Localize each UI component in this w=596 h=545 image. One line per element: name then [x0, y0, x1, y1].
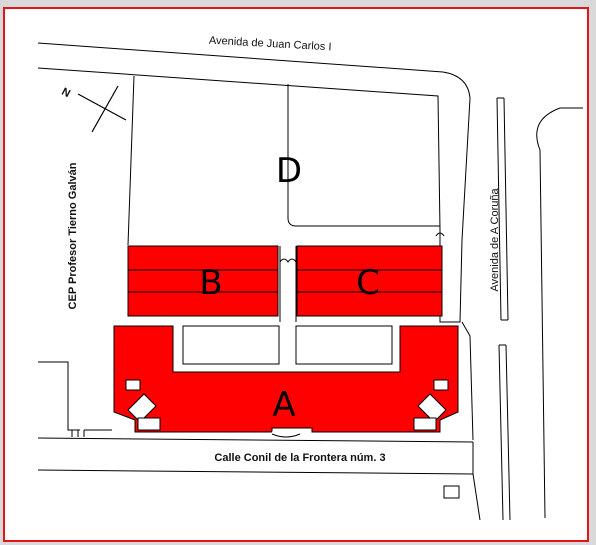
- west-building-outline: [38, 361, 80, 431]
- zone-c[interactable]: [296, 245, 443, 317]
- utility-box: [443, 485, 460, 499]
- avenue-median-left: [496, 97, 502, 321]
- gate-symbol-east: [435, 232, 445, 237]
- label-school: CEP Profesor Tierno Galván: [67, 162, 79, 309]
- south-road-edge-lower: [37, 469, 474, 475]
- avenue-lower-right: [505, 344, 511, 521]
- south-road-edge-upper: [37, 437, 474, 443]
- zone-a[interactable]: [113, 325, 459, 438]
- east-far-edge: [539, 149, 546, 519]
- zone-b[interactable]: [127, 245, 279, 317]
- east-road-edge: [461, 321, 474, 441]
- label-south-street: Calle Conil de la Frontera núm. 3: [214, 452, 385, 464]
- avenue-median-right: [503, 97, 509, 321]
- avenue-lower-left: [498, 344, 504, 521]
- label-east-street: Avenida de A Coruña: [489, 188, 501, 292]
- zone-c-label: C: [356, 263, 380, 303]
- zone-d-label: D: [276, 151, 302, 191]
- north-road-edge-lower: [37, 67, 441, 231]
- roundabout-curve: [536, 107, 583, 151]
- north-road-edge-upper: [37, 42, 471, 241]
- plot-d-outline: [287, 84, 440, 227]
- west-plot-boundary: [127, 75, 135, 246]
- zone-a-label: A: [272, 385, 295, 425]
- gate-symbol: [279, 258, 297, 263]
- zone-b-label: B: [199, 263, 222, 303]
- north-arrow-icon: [77, 85, 127, 133]
